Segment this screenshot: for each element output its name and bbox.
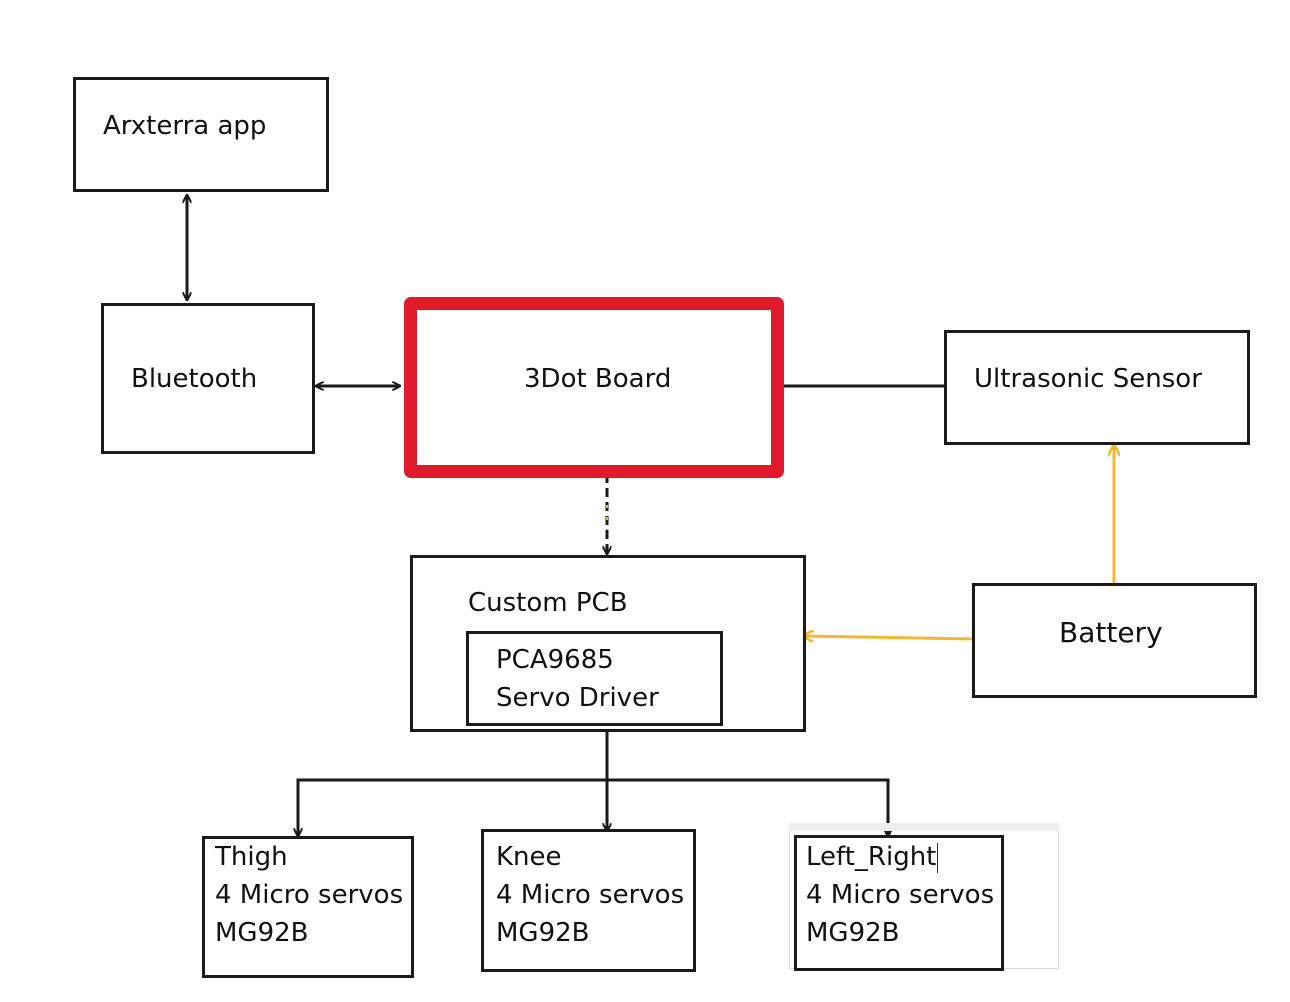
knee-servo-block (481, 829, 696, 972)
left-right-servo-block (794, 835, 1004, 971)
text-cursor (937, 843, 938, 873)
3dot-board-block (404, 297, 784, 478)
left-right-servo-label: Left_Right 4 Micro servos MG92B (806, 842, 995, 948)
thigh-servo-label: Thigh 4 Micro servos MG92B (215, 842, 404, 948)
custom-pcb-label: Custom PCB (468, 588, 628, 618)
ultrasonic-sensor-block (944, 330, 1250, 445)
thigh-servo-block (202, 836, 414, 978)
ultrasonic-sensor-label: Ultrasonic Sensor (974, 364, 1202, 394)
arxterra-app-block (73, 77, 329, 192)
arxterra-app-label: Arxterra app (103, 111, 267, 141)
text-selection-handle-bar (789, 823, 1059, 831)
bluetooth-label: Bluetooth (131, 364, 258, 394)
servo-driver-label: PCA9685 Servo Driver (496, 645, 659, 713)
power-battery-pcb (803, 636, 975, 639)
knee-servo-label: Knee 4 Micro servos MG92B (496, 842, 685, 948)
battery-block (972, 583, 1257, 698)
servo-driver-block (466, 631, 723, 726)
3dot-board-label: 3Dot Board (524, 364, 672, 394)
battery-label: Battery (1059, 616, 1163, 649)
bluetooth-block (101, 303, 315, 454)
